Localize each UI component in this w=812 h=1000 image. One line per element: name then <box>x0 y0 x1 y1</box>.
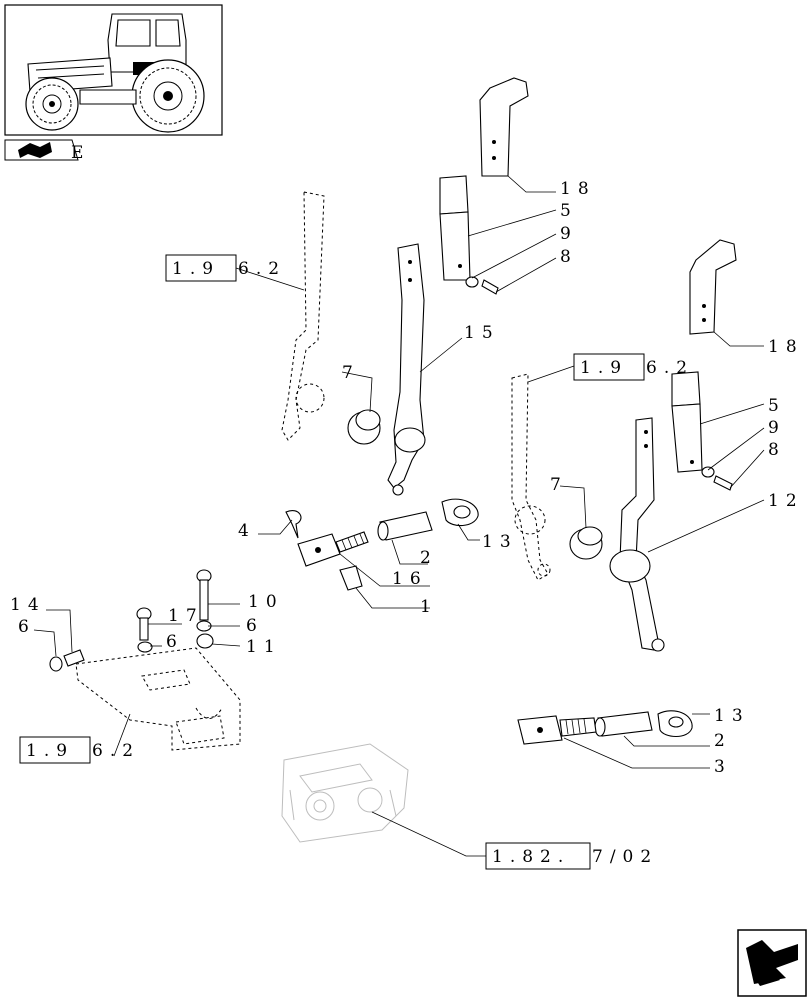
next-page-arrow-icon[interactable] <box>737 929 807 997</box>
label-6: 6 <box>246 616 264 636</box>
label-7: 7 <box>342 363 360 383</box>
washer-6-c <box>49 656 63 672</box>
bolt-8-upper <box>481 279 499 295</box>
label-13: 13 <box>482 532 518 552</box>
label-15: 15 <box>464 323 500 343</box>
bushing-7-left <box>347 409 381 445</box>
tractor-thumbnail <box>4 4 223 136</box>
leader-lines <box>33 175 765 857</box>
label-7: 7 <box>550 475 568 495</box>
reference-box[interactable]: 1.9 6.2 <box>19 736 140 764</box>
lever-ghost-right <box>511 373 551 581</box>
book-icon[interactable] <box>4 139 79 161</box>
label-5: 5 <box>768 396 786 416</box>
bolt-8-right <box>713 475 733 491</box>
reference-box-text: 1.82. <box>492 847 570 867</box>
label-16: 16 <box>392 569 428 589</box>
mounting-bracket <box>75 647 241 751</box>
label-8: 8 <box>768 440 786 460</box>
washer-6-b <box>137 641 153 653</box>
label-9: 9 <box>768 418 786 438</box>
label-12: 12 <box>768 491 804 511</box>
label-11: 11 <box>246 637 282 657</box>
label-5: 5 <box>560 201 578 221</box>
label-10: 10 <box>248 592 284 612</box>
clevis-3 <box>517 715 597 745</box>
label-2: 2 <box>420 548 438 568</box>
label-18: 18 <box>560 179 596 199</box>
sleeve-2-mid <box>377 511 433 541</box>
reference-tail-text: 7/02 <box>592 847 658 867</box>
lever-12 <box>609 417 665 652</box>
clip-13-right <box>657 710 693 738</box>
reference-box[interactable]: 1.82. 7/02 <box>485 842 658 870</box>
reference-tail-text: 6.2 <box>238 259 286 279</box>
sleeve-5-upper <box>439 175 471 281</box>
label-8: 8 <box>560 247 578 267</box>
reference-tail-text: 6.2 <box>92 741 140 761</box>
label-13: 13 <box>714 706 750 726</box>
reference-box-text: 1.9 <box>26 741 74 761</box>
handle-18-upper <box>479 77 529 177</box>
bolt-10 <box>196 569 212 621</box>
label-6: 6 <box>18 617 36 637</box>
reference-tail-text: 6.2 <box>646 358 694 378</box>
nut-11 <box>196 633 214 649</box>
reference-box-text: 1.9 <box>580 358 628 378</box>
sleeve-5-right <box>671 371 703 473</box>
label-9: 9 <box>560 224 578 244</box>
bolt-17 <box>136 607 152 641</box>
pin-1 <box>339 565 363 591</box>
cotter-pin-4 <box>285 510 302 539</box>
bolt-14 <box>63 649 85 667</box>
washer-9-upper <box>465 276 479 288</box>
label-1: 1 <box>420 597 438 617</box>
label-2: 2 <box>714 731 732 751</box>
gearbox-ghost <box>281 743 409 843</box>
label-17: 17 <box>168 606 204 626</box>
clip-13-mid <box>441 498 479 527</box>
label-14: 14 <box>10 595 46 615</box>
reference-box[interactable]: 1.9 6.2 <box>165 254 286 282</box>
thumbnail-suffix: E <box>71 143 90 163</box>
bushing-7-right <box>569 526 603 560</box>
handle-18-right <box>689 239 737 335</box>
lever-15 <box>387 243 426 496</box>
label-6: 6 <box>166 632 184 652</box>
reference-box[interactable]: 1.9 6.2 <box>573 353 694 381</box>
reference-box-text: 1.9 <box>172 259 220 279</box>
label-4: 4 <box>238 521 256 541</box>
lever-ghost-left <box>281 191 325 441</box>
washer-9-right <box>701 466 715 478</box>
label-18: 18 <box>768 337 804 357</box>
label-3: 3 <box>714 757 732 777</box>
sleeve-2-right <box>594 711 653 737</box>
clevis-16 <box>297 531 369 567</box>
